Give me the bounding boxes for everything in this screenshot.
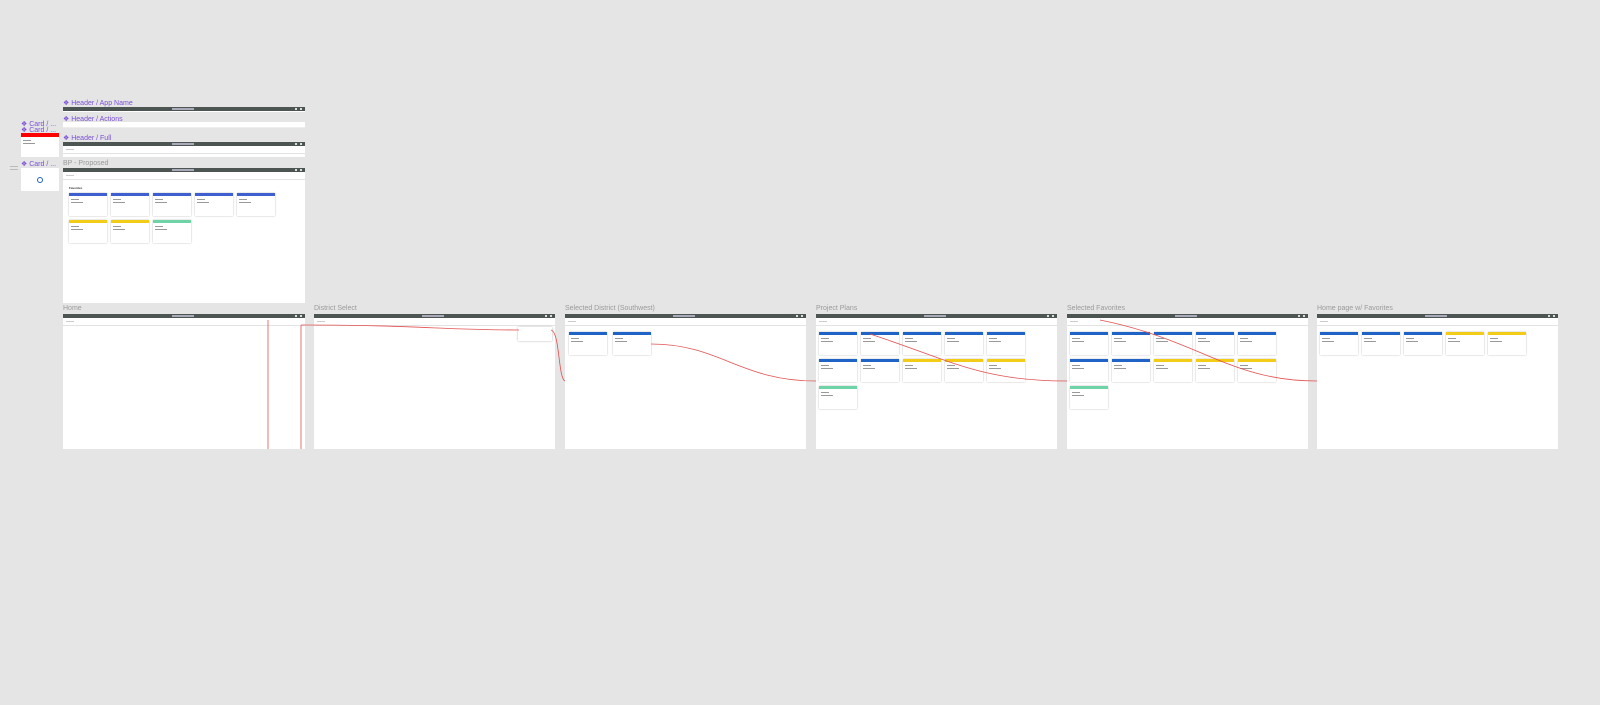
frame-selected-district[interactable] — [565, 314, 806, 449]
project-card[interactable] — [903, 332, 941, 355]
component-header-full-label[interactable]: ❖ Header / Full — [63, 135, 112, 142]
project-card[interactable] — [613, 332, 651, 355]
card-component-red[interactable] — [21, 133, 59, 157]
component-header-app-name-label[interactable]: ❖ Header / App Name — [63, 100, 133, 107]
project-card[interactable] — [111, 193, 149, 216]
project-card[interactable] — [945, 359, 983, 382]
project-card[interactable] — [903, 359, 941, 382]
project-card[interactable] — [819, 332, 857, 355]
project-card[interactable] — [1070, 386, 1108, 409]
component-card-label-2[interactable]: ❖ Card / ... — [21, 127, 57, 134]
project-card[interactable] — [861, 332, 899, 355]
connector — [869, 333, 1068, 382]
project-card[interactable] — [1154, 359, 1192, 382]
project-card[interactable] — [1196, 332, 1234, 355]
add-circle-icon — [37, 177, 43, 183]
project-card[interactable] — [237, 193, 275, 216]
subheader — [565, 318, 806, 326]
project-card[interactable] — [69, 220, 107, 243]
frame-label-home-favorites[interactable]: Home page w/ Favorites — [1317, 305, 1393, 312]
project-card[interactable] — [69, 193, 107, 216]
project-card[interactable] — [1238, 332, 1276, 355]
project-card[interactable] — [1070, 359, 1108, 382]
label: Header / Actions — [71, 116, 123, 123]
district-dropdown[interactable] — [518, 327, 552, 341]
project-card[interactable] — [987, 359, 1025, 382]
project-card[interactable] — [1488, 332, 1526, 355]
connector — [1099, 319, 1318, 382]
header-full-component[interactable] — [63, 142, 305, 157]
project-card[interactable] — [1362, 332, 1400, 355]
header-bar — [565, 314, 806, 318]
label: Card / ... — [29, 121, 57, 128]
label: Card / ... — [29, 127, 57, 134]
header-actions-component[interactable] — [63, 122, 305, 128]
project-card[interactable] — [1112, 359, 1150, 382]
project-card[interactable] — [1320, 332, 1358, 355]
subheader — [1067, 318, 1308, 326]
header-bar — [63, 107, 305, 111]
project-card[interactable] — [153, 193, 191, 216]
frame-district-select[interactable] — [314, 314, 555, 449]
header-bar — [1317, 314, 1558, 318]
header-bar — [63, 142, 305, 146]
project-card[interactable] — [1404, 332, 1442, 355]
subheader — [63, 172, 305, 180]
frame-selected-favorites[interactable] — [1067, 314, 1308, 449]
frame-label-bp-proposed[interactable]: BP - Proposed — [63, 160, 109, 167]
project-card[interactable] — [1070, 332, 1108, 355]
frame-bp-proposed[interactable]: Favorites — [63, 168, 305, 303]
subheader — [63, 146, 305, 154]
project-card[interactable] — [819, 359, 857, 382]
frame-label-selected-favorites[interactable]: Selected Favorites — [1067, 305, 1125, 312]
subheader — [314, 318, 555, 326]
project-card[interactable] — [195, 193, 233, 216]
project-card[interactable] — [153, 220, 191, 243]
header-bar — [63, 314, 305, 318]
project-card[interactable] — [861, 359, 899, 382]
label: Card / ... — [29, 161, 57, 168]
project-card[interactable] — [987, 332, 1025, 355]
connector — [300, 324, 520, 331]
connector — [550, 329, 566, 382]
header-app-name-component[interactable] — [63, 107, 305, 112]
layer-icon — [10, 166, 18, 170]
project-card[interactable] — [1112, 332, 1150, 355]
frame-home-favorites[interactable] — [1317, 314, 1558, 449]
frame-label-home[interactable]: Home — [63, 305, 82, 312]
project-card[interactable] — [1196, 359, 1234, 382]
card-component-add[interactable] — [21, 168, 59, 191]
frame-label-district-select[interactable]: District Select — [314, 305, 357, 312]
component-header-actions-label[interactable]: ❖ Header / Actions — [63, 116, 123, 123]
subheader — [1317, 318, 1558, 326]
subheader — [63, 318, 305, 326]
frame-project-plans[interactable] — [816, 314, 1057, 449]
component-card-label-3[interactable]: ❖ Card / ... — [21, 161, 57, 168]
project-card[interactable] — [1238, 359, 1276, 382]
label: Header / App Name — [71, 100, 133, 107]
frame-label-project-plans[interactable]: Project Plans — [816, 305, 858, 312]
project-card[interactable] — [1446, 332, 1484, 355]
favorites-heading: Favorites — [69, 186, 83, 190]
project-card[interactable] — [569, 332, 607, 355]
component-card-label-1[interactable]: ❖ Card / ... — [21, 121, 57, 128]
frame-home[interactable] — [63, 314, 305, 449]
frame-label-selected-district[interactable]: Selected District (Southwest) — [565, 305, 655, 312]
header-bar — [63, 168, 305, 172]
header-bar — [314, 314, 555, 318]
label: Header / Full — [71, 135, 112, 142]
project-card[interactable] — [945, 332, 983, 355]
header-bar — [816, 314, 1057, 318]
header-bar — [1067, 314, 1308, 318]
subheader — [816, 318, 1057, 326]
project-card[interactable] — [819, 386, 857, 409]
project-card[interactable] — [111, 220, 149, 243]
connector — [650, 343, 817, 382]
